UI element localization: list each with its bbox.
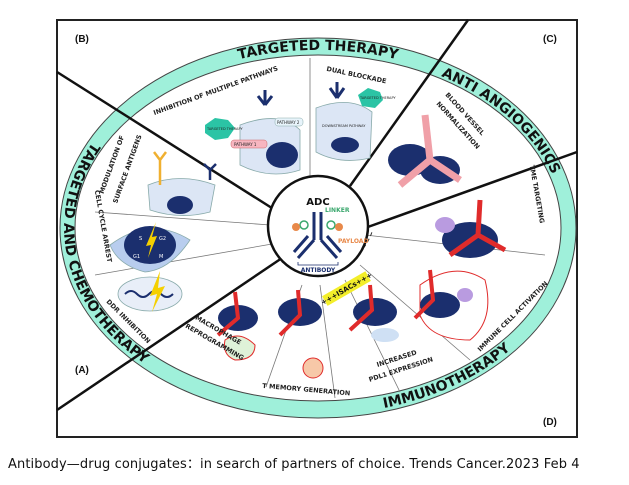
svg-text:G2: G2 [159, 236, 166, 242]
illustration-surface-antigens [147, 151, 217, 216]
figure-caption: Antibody—drug conjugates：in search of pa… [8, 457, 580, 472]
panel-label-c: (C) [543, 34, 557, 45]
linker-icon [299, 220, 309, 230]
illustration-ddr [117, 271, 183, 312]
illustration-immune-activation [413, 269, 489, 341]
svg-text:DOWNSTREAM PATHWAY: DOWNSTREAM PATHWAY [322, 124, 366, 128]
svg-text:TARGETED THERAPY: TARGETED THERAPY [206, 127, 243, 131]
adc-center: ADC LINKER PAYLOAD ANTIBODY [266, 174, 370, 278]
illustration-dual-blockade-cell: DOWNSTREAM PATHWAY TARGETED THERAPY [315, 82, 396, 161]
panel-label-b: (B) [75, 34, 89, 45]
illustration-pdl1 [348, 284, 399, 342]
illustration-inhibition-cell: PATHWAY 1 PATHWAY 2 TARGETED THERAPY [205, 90, 304, 175]
illustration-t-memory [278, 289, 324, 379]
illustration-tme [435, 199, 507, 258]
lightning-icon [146, 222, 157, 258]
subsection-dividers [94, 58, 546, 399]
svg-text:S: S [139, 236, 142, 242]
panel-label-a: (A) [75, 365, 89, 376]
illustration-cell-cycle: G1 S G2 M [109, 222, 191, 273]
illustration-blood-vessel [388, 114, 462, 188]
svg-text:TARGETED THERAPY: TARGETED THERAPY [359, 96, 396, 100]
payload-label: PAYLOAD [338, 238, 368, 245]
linker-label: LINKER [325, 207, 350, 214]
svg-text:G1: G1 [133, 254, 140, 260]
svg-text:PATHWAY 2: PATHWAY 2 [277, 120, 300, 125]
illustration-macrophage [216, 291, 258, 361]
panel-label-d: (D) [543, 417, 557, 428]
antibody-label: ANTIBODY [301, 267, 336, 274]
svg-text:PATHWAY 1: PATHWAY 1 [234, 142, 257, 147]
svg-text:M: M [159, 254, 163, 260]
payload-icon [292, 223, 300, 231]
antibody-icon [292, 212, 343, 259]
adc-title: ADC [306, 197, 329, 208]
